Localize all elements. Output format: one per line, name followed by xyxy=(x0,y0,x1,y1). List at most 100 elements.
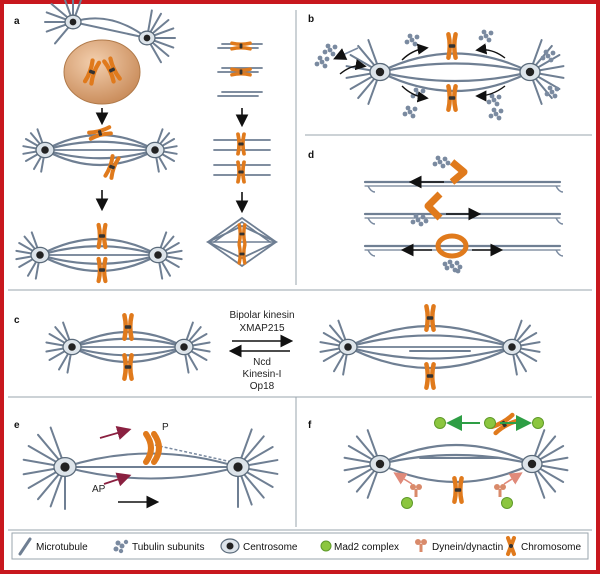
chromosome xyxy=(424,362,436,390)
centrosome xyxy=(53,456,77,477)
tubulin-subunits xyxy=(486,93,502,107)
tubulin-subunits xyxy=(442,259,463,274)
tubulin-subunits xyxy=(410,213,429,227)
arrow xyxy=(339,59,367,75)
centrosome xyxy=(519,62,541,82)
microtubule xyxy=(43,148,157,160)
tubulin-subunits xyxy=(488,107,504,121)
tubulin-icon xyxy=(113,539,129,554)
centrosome xyxy=(30,246,50,264)
legend-centrosome: Centrosome xyxy=(243,542,298,553)
chromosome xyxy=(424,304,436,332)
arrow xyxy=(103,472,132,487)
centrosome xyxy=(35,141,55,159)
tubulin-subunits xyxy=(322,43,338,57)
mad2-icon xyxy=(320,540,332,552)
microtubule xyxy=(346,345,514,360)
tubulin-subunits xyxy=(402,105,418,119)
panel-b-spindle-flux xyxy=(314,29,565,121)
centrosome xyxy=(148,246,168,264)
centrosome xyxy=(338,338,358,356)
microtubule-end xyxy=(555,185,564,193)
arrow xyxy=(333,47,359,60)
chromosome xyxy=(230,67,252,77)
microtubule xyxy=(346,324,514,349)
microtubule xyxy=(70,345,186,364)
arrow xyxy=(475,43,506,59)
centrosome xyxy=(502,338,522,356)
chromosome xyxy=(82,58,102,86)
panel-label-b: b xyxy=(308,14,314,25)
chromosome xyxy=(446,32,458,60)
legend-chromosome: Chromosome xyxy=(521,542,581,553)
microtubule-end xyxy=(367,185,376,193)
microtubule xyxy=(378,444,534,466)
microtubule xyxy=(346,334,514,349)
label-bipolar-kinesin: Bipolar kinesin xyxy=(229,310,294,321)
chromosome xyxy=(96,222,108,250)
microtubule xyxy=(378,453,534,466)
microtubule-end xyxy=(555,249,564,257)
chromosome xyxy=(452,476,464,504)
tubulin-subunits xyxy=(314,55,330,69)
arrow xyxy=(475,85,506,102)
panel-label-f: f xyxy=(308,420,312,431)
tubulin-subunits xyxy=(544,85,560,99)
dynein-icon xyxy=(415,539,427,552)
tubulin-subunits xyxy=(540,49,556,63)
panel-label-d: d xyxy=(308,150,314,161)
panel-a-prophase-to-metaphase xyxy=(15,0,279,284)
dynein-dynactin xyxy=(410,484,422,497)
chromosome xyxy=(236,132,246,156)
mad2-complex xyxy=(401,497,413,509)
centrosome xyxy=(369,62,391,82)
label-poleward: P xyxy=(162,422,169,433)
mad2-complex xyxy=(434,417,446,429)
chromosome xyxy=(96,256,108,284)
flux-line xyxy=(149,443,233,463)
mad2-complex xyxy=(532,417,544,429)
tubulin-subunits xyxy=(432,155,451,169)
panel-d-kinetochore-microtubules xyxy=(363,155,564,274)
kinetochore-chromosome xyxy=(449,159,468,185)
panel-e-chromosome-movement xyxy=(22,426,279,510)
chromosome xyxy=(103,154,121,180)
microtubule xyxy=(70,337,186,349)
legend-mad2: Mad2 complex xyxy=(334,542,399,553)
microtubule-end xyxy=(367,217,376,225)
tubulin-subunits xyxy=(478,29,494,43)
chromosome xyxy=(230,41,252,51)
centrosome-icon xyxy=(220,538,240,554)
microtubule-end xyxy=(555,217,564,225)
arrow xyxy=(401,43,429,61)
microtubule xyxy=(70,345,186,357)
microtubule xyxy=(43,140,157,152)
chromosome xyxy=(143,431,162,465)
centrosome xyxy=(145,141,165,159)
arrow xyxy=(503,472,523,485)
chromosome-icon xyxy=(506,536,516,556)
centrosome xyxy=(521,454,543,474)
chromosome xyxy=(236,160,246,184)
microtubule xyxy=(346,345,514,370)
mad2-complex xyxy=(501,497,513,509)
nucleus xyxy=(63,39,141,105)
centrosome xyxy=(226,456,250,477)
arrow xyxy=(393,472,413,485)
microtubule xyxy=(213,221,271,243)
microtubule-icon xyxy=(18,537,32,556)
legend-microtubule: Microtubule xyxy=(36,542,88,553)
microtubule-end xyxy=(367,249,376,257)
panel-label-a: a xyxy=(14,16,20,27)
microtubule xyxy=(70,330,186,349)
centrosome xyxy=(64,14,82,30)
centrosome xyxy=(174,338,194,356)
legend-tubulin: Tubulin subunits xyxy=(132,542,204,553)
panel-f-checkpoint xyxy=(343,412,569,509)
kinetochore-chromosome xyxy=(424,191,443,221)
chromosome xyxy=(102,56,122,84)
microtubule xyxy=(64,466,239,480)
microtubule xyxy=(378,62,532,74)
panel-label-e: e xyxy=(14,420,20,431)
